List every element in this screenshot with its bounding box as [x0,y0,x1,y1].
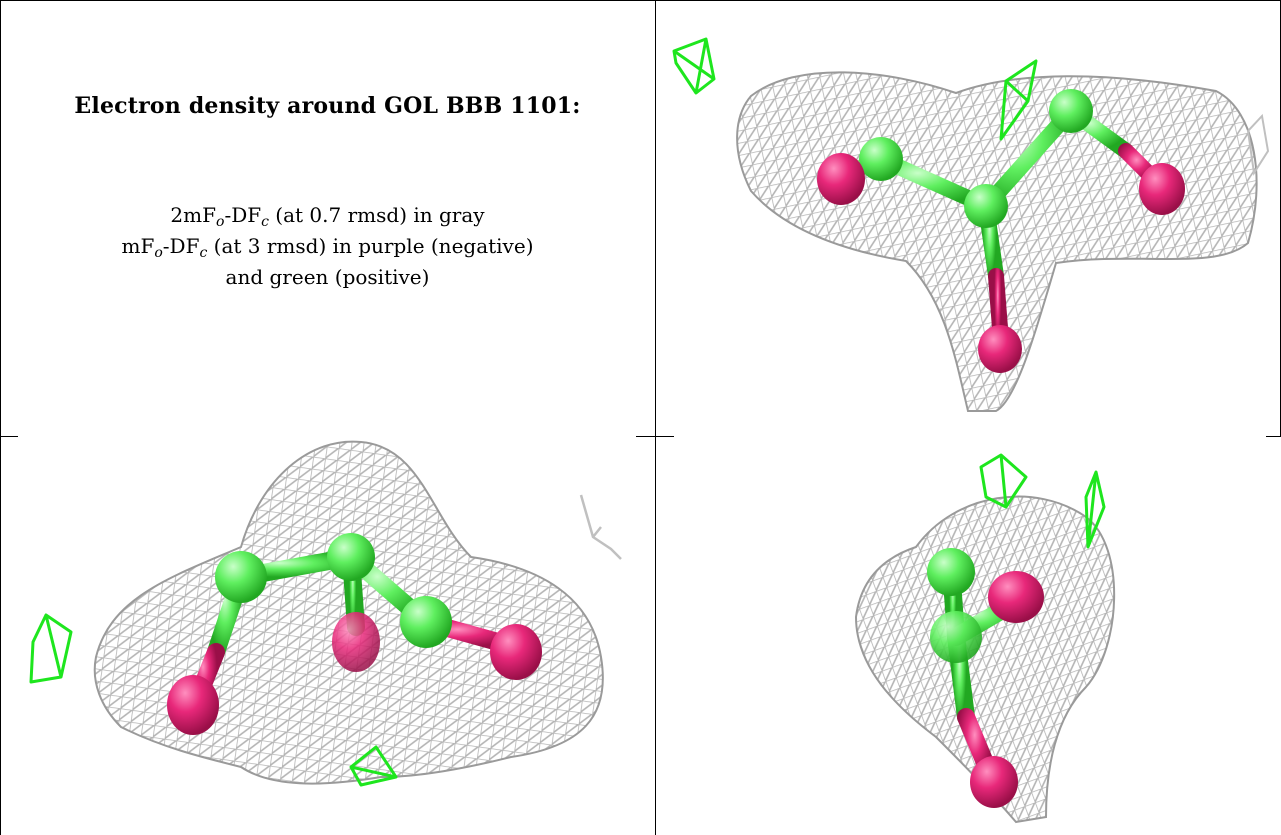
table-row-divider-right [1266,436,1281,437]
legend-line-positive: and green (positive) [225,265,430,289]
density-view-bottom-right [656,437,1280,835]
table-border-middle [655,0,656,835]
figure-title: Electron density around GOL BBB 1101: [74,93,581,119]
density-image-top-right [672,37,1270,412]
density-view-top-right [656,1,1280,436]
map-legend: 2mFo-DFc (at 0.7 rmsd) in gray mFo-DFc (… [0,200,655,293]
density-image-bottom-right [854,453,1116,824]
table-border-top [0,0,1281,1]
legend-line-fofc: mFo-DFc (at 3 rmsd) in purple (negative) [121,234,534,261]
legend-line-2fofc: 2mFo-DFc (at 0.7 rmsd) in gray [170,203,485,230]
density-view-bottom-left [1,437,655,835]
table-row-divider-left [0,436,18,437]
density-image-bottom-left [29,440,622,787]
table-row-divider-mid [636,436,674,437]
table-border-left [0,0,1,835]
